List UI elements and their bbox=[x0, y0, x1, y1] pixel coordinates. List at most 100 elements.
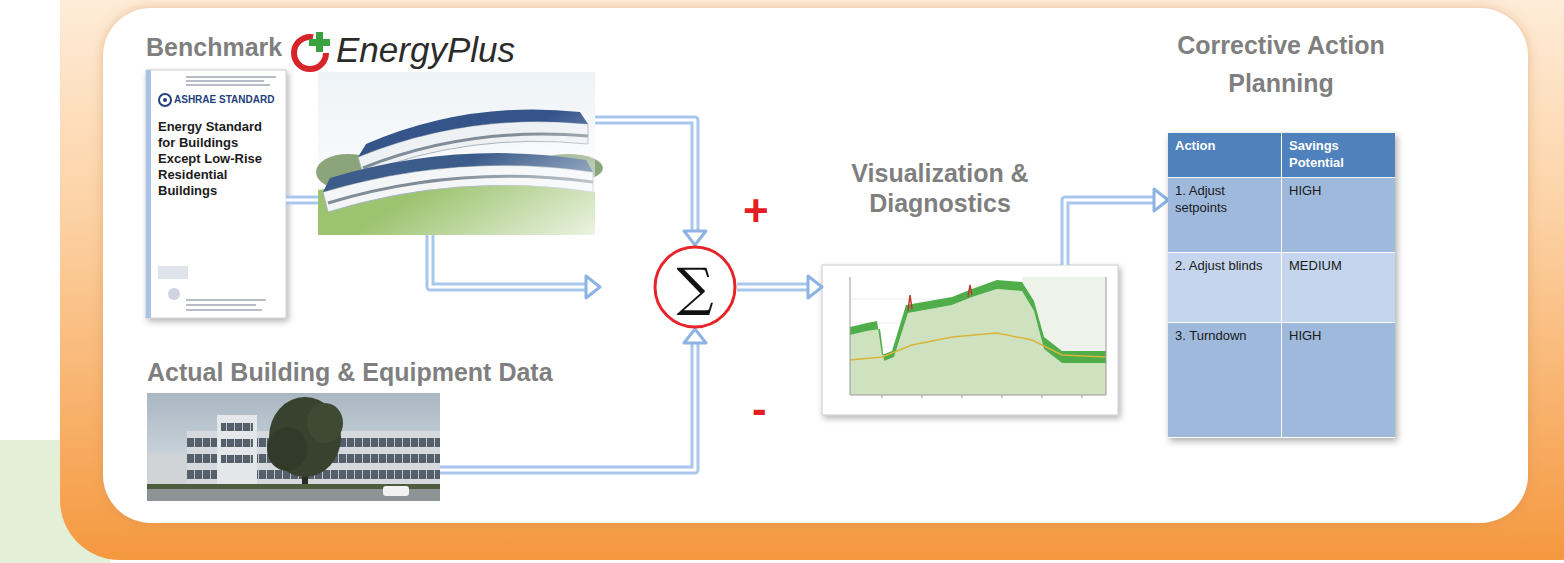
table-cell: 3. Turndown bbox=[1175, 328, 1274, 345]
summation-circle: ∑ bbox=[653, 245, 737, 329]
table-grid: Action Savings Potential 1. Adjust setpoin… bbox=[1168, 133, 1395, 438]
fine-print bbox=[186, 304, 256, 306]
table-cell-box: 3. Turndown bbox=[1168, 323, 1282, 438]
software-icon bbox=[294, 32, 330, 69]
table-cell-box: Action bbox=[1168, 133, 1282, 178]
flow-connector bbox=[595, 120, 706, 245]
render-fade bbox=[318, 72, 595, 235]
arrow-head bbox=[808, 276, 822, 298]
table-cell-box: 2. Adjust blinds bbox=[1168, 253, 1282, 323]
photo-tree bbox=[267, 427, 307, 471]
chart-ticks bbox=[882, 395, 1082, 398]
document-edge bbox=[146, 70, 151, 318]
heading-holder: Benchmark bbox=[146, 32, 282, 62]
fine-print bbox=[186, 309, 262, 311]
table-cell-box: Savings Potential bbox=[1282, 133, 1395, 178]
photo-sky bbox=[147, 393, 440, 501]
diagnostic-chart bbox=[822, 265, 1118, 415]
heading-holder: EnergyPlus bbox=[336, 30, 515, 70]
building-render bbox=[316, 72, 603, 235]
connector-line bbox=[595, 120, 695, 233]
minus-sign: - bbox=[752, 384, 767, 434]
document-title: Energy Standard for Buildings Except Low… bbox=[158, 119, 278, 199]
arrow-core bbox=[430, 235, 588, 287]
table-cell-box: 1. Adjust setpoints bbox=[1168, 178, 1282, 253]
chart-axes bbox=[850, 277, 1106, 395]
table-cell: 2. Adjust blinds bbox=[1175, 258, 1274, 275]
arrow-head bbox=[684, 329, 706, 343]
plus-sign: + bbox=[743, 186, 769, 236]
software-logo: EnergyPlus bbox=[336, 30, 515, 70]
connector-glow bbox=[737, 283, 810, 292]
orange-frame bbox=[60, 0, 1564, 560]
arrow-head bbox=[684, 231, 706, 245]
document-series: ASHRAE STANDARD bbox=[174, 93, 278, 107]
table-cell: HIGH bbox=[1289, 328, 1388, 345]
node-body: ∑ bbox=[653, 245, 737, 329]
flow-connector bbox=[440, 329, 706, 470]
building-photo bbox=[147, 393, 440, 501]
fine-print bbox=[186, 299, 266, 301]
summation-symbol: ∑ bbox=[676, 261, 713, 313]
photo-tree bbox=[307, 403, 343, 443]
arrow-head bbox=[586, 276, 600, 298]
fine-print bbox=[186, 76, 276, 78]
table-cell: MEDIUM bbox=[1289, 258, 1388, 275]
document-badge bbox=[158, 266, 188, 279]
standard-document: ASHRAE STANDARD Energy Standard for Build… bbox=[146, 70, 286, 318]
chart-box: Visualization & Diagnostics bbox=[822, 265, 1118, 415]
table-header: Savings Potential bbox=[1289, 138, 1388, 172]
flow-connector bbox=[1065, 189, 1168, 265]
arrow-glow bbox=[430, 235, 588, 287]
connector-glow bbox=[1065, 200, 1156, 265]
node-body: ASHRAE STANDARD Energy Standard for Build… bbox=[146, 70, 286, 207]
white-panel bbox=[103, 8, 1528, 523]
table-cell-box: HIGH bbox=[1282, 178, 1395, 253]
connector-line bbox=[286, 199, 318, 202]
heading-holder: Visualization & Diagnostics bbox=[830, 158, 1050, 218]
table-cell-box: MEDIUM bbox=[1282, 253, 1395, 323]
document-badge bbox=[168, 288, 180, 300]
group-heading: Benchmark bbox=[146, 32, 282, 62]
building-photo-box: Actual Building & Equipment Data bbox=[147, 393, 440, 501]
table-cell: 1. Adjust setpoints bbox=[1175, 183, 1274, 217]
chart-area bbox=[850, 289, 1106, 395]
fine-print bbox=[186, 84, 270, 86]
table-header: Action bbox=[1175, 138, 1274, 155]
table-cell-box: HIGH bbox=[1282, 323, 1395, 438]
document-logo bbox=[159, 94, 171, 106]
photo-windows bbox=[221, 423, 253, 431]
chart-band bbox=[850, 280, 1106, 363]
photo-car bbox=[383, 486, 409, 496]
document-logo bbox=[163, 98, 167, 102]
icon-plus bbox=[309, 39, 330, 46]
document-page bbox=[146, 70, 286, 318]
fine-print bbox=[186, 80, 264, 82]
photo-building bbox=[147, 453, 192, 489]
arrow-head bbox=[1154, 189, 1168, 211]
group-heading: Corrective Action Planning bbox=[1171, 26, 1391, 102]
chart-spikes bbox=[908, 285, 972, 311]
group-heading: Visualization & Diagnostics bbox=[830, 158, 1050, 218]
benchmark-branch-arrow bbox=[430, 235, 600, 298]
group-heading: Actual Building & Equipment Data bbox=[147, 357, 553, 387]
render-sky bbox=[318, 72, 595, 235]
circle-shape bbox=[655, 247, 735, 327]
connector-glow bbox=[595, 120, 695, 233]
simulation-render: EnergyPlus bbox=[318, 72, 595, 235]
connector-glow bbox=[286, 196, 318, 205]
photo-tower bbox=[217, 415, 257, 489]
connector-line bbox=[737, 286, 810, 289]
chart-frame bbox=[822, 265, 1118, 415]
connector-line bbox=[1065, 200, 1156, 265]
table-cell: HIGH bbox=[1289, 183, 1388, 200]
node-body: Action Savings Potential 1. Adjust setpoin… bbox=[1168, 133, 1395, 438]
document-art bbox=[146, 70, 286, 318]
photo-windows bbox=[221, 455, 253, 463]
flow-connector bbox=[737, 276, 822, 298]
photo-windows bbox=[221, 439, 253, 447]
heading-holder: Actual Building & Equipment Data bbox=[147, 357, 553, 387]
chart-line bbox=[850, 333, 1106, 360]
